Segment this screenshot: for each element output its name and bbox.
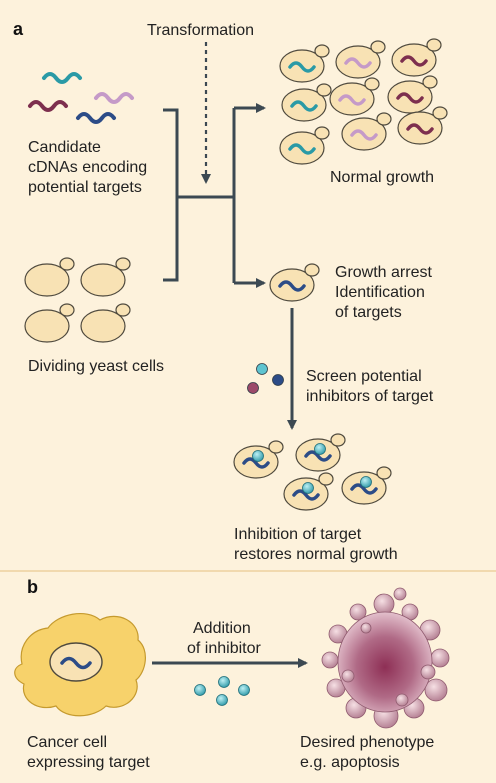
candidate-line-2: cDNAs encoding bbox=[28, 159, 148, 176]
growth-arrest-line-3: of targets bbox=[335, 304, 402, 321]
rescued-colony bbox=[233, 433, 392, 511]
candidate-line-3: potential targets bbox=[28, 179, 142, 196]
desired-line-2: e.g. apoptosis bbox=[300, 754, 400, 771]
normal-growth-label: Normal growth bbox=[330, 169, 435, 186]
cancer-line-2: expressing target bbox=[27, 754, 150, 771]
cdna-navy bbox=[76, 112, 116, 124]
cancer-line-1: Cancer cell bbox=[27, 734, 108, 751]
screen-line-1: Screen potential bbox=[306, 368, 422, 385]
panel-a-letter: a bbox=[13, 19, 24, 39]
growth-arrest-cell bbox=[269, 263, 320, 302]
cdna-squiggles bbox=[28, 72, 134, 124]
growth-arrest-line-1: Growth arrest bbox=[335, 264, 432, 281]
cancer-cell bbox=[14, 613, 146, 717]
addition-line-2: of inhibitor bbox=[187, 640, 261, 657]
dividing-yeast-cells bbox=[24, 257, 131, 343]
inhibitor-molecules bbox=[247, 363, 284, 394]
inhibition-line-1: Inhibition of target bbox=[234, 526, 362, 543]
growth-arrest-line-2: Identification bbox=[335, 284, 425, 301]
screen-line-2: inhibitors of target bbox=[306, 388, 434, 405]
merge-bracket bbox=[163, 108, 236, 283]
transformation-label: Transformation bbox=[147, 22, 254, 39]
desired-line-1: Desired phenotype bbox=[300, 734, 435, 751]
cdna-purple bbox=[28, 100, 68, 112]
addition-line-1: Addition bbox=[193, 620, 251, 637]
apoptotic-cell bbox=[321, 587, 450, 729]
normal-growth-colony bbox=[279, 38, 448, 165]
inhibition-line-2: restores normal growth bbox=[234, 546, 398, 563]
candidate-line-1: Candidate bbox=[28, 139, 101, 156]
inhibitor-molecules-b bbox=[194, 676, 250, 706]
cdna-teal bbox=[42, 72, 82, 84]
dividing-yeast-label: Dividing yeast cells bbox=[28, 358, 165, 375]
panel-b-letter: b bbox=[27, 577, 38, 597]
cdna-lilac bbox=[94, 92, 134, 104]
